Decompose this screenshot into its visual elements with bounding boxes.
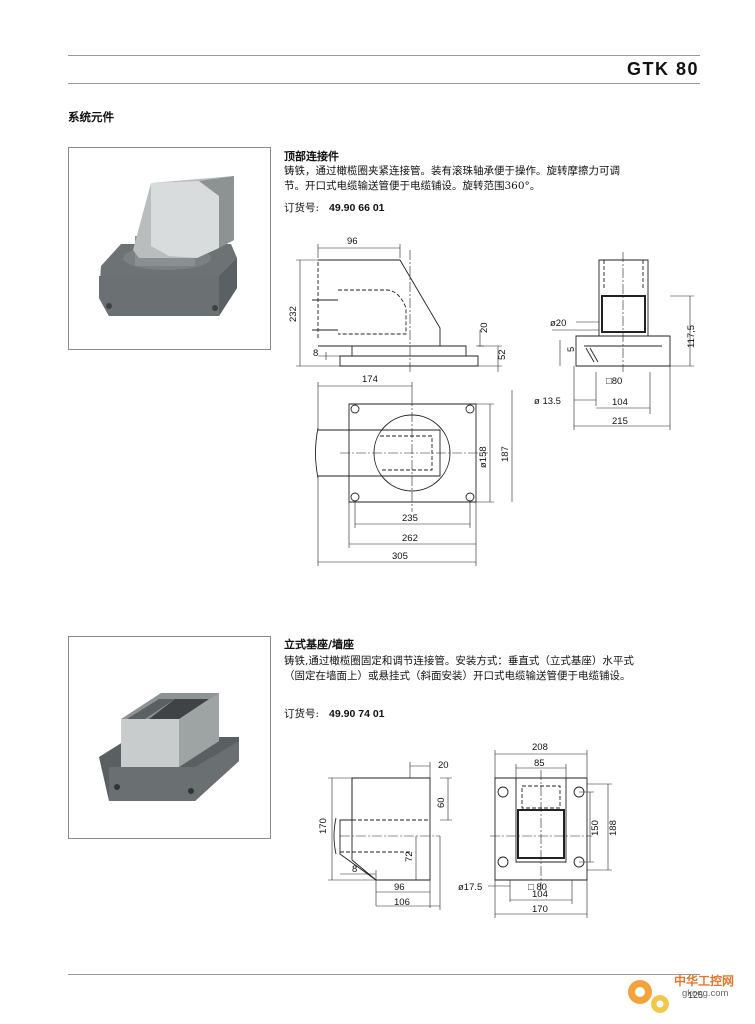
order-number: 订货号: 49.90 74 01	[284, 706, 385, 721]
gear-icon	[628, 980, 669, 1013]
top-connector-photo	[68, 147, 271, 350]
dim-72: 72	[404, 851, 415, 862]
dim-20: 20	[438, 760, 449, 771]
watermark-brand: 中华工控网	[674, 974, 735, 988]
dim-square-80: □80	[606, 376, 622, 387]
dim-d20: ø20	[550, 318, 566, 329]
dim-104: 104	[532, 889, 548, 900]
dim-262: 262	[402, 533, 418, 544]
watermark-site: gkong.com	[682, 988, 729, 999]
dim-106: 106	[394, 897, 410, 908]
order-value: 49.90 66 01	[329, 202, 385, 214]
order-label: 订货号:	[284, 708, 320, 720]
dim-232: 232	[288, 306, 299, 322]
dim-square-80: □ 80	[528, 882, 547, 893]
dim-305: 305	[392, 551, 408, 562]
dim-170: 170	[532, 904, 548, 915]
base-mount-photo	[68, 636, 271, 839]
dim-235: 235	[402, 513, 418, 524]
product-title: 立式基座/墙座	[284, 638, 355, 651]
dim-60: 60	[436, 797, 447, 808]
dim-215: 215	[612, 416, 628, 427]
dim-150: 150	[590, 820, 601, 836]
top-connector-image	[99, 176, 237, 316]
drawing-top-connector-side: 96 232 8 20 52	[288, 236, 508, 372]
dim-5: 5	[566, 347, 577, 352]
drawing-top-connector-plan: 174 ø158 187 235 262 305	[315, 374, 513, 566]
product-title: 顶部连接件	[284, 150, 339, 163]
dim-208: 208	[532, 742, 548, 753]
dim-20: 20	[479, 322, 490, 333]
dim-85: 85	[534, 758, 545, 769]
dim-96: 96	[347, 236, 358, 247]
dim-d13-5: ø 13.5	[534, 396, 561, 407]
section-title: 系统元件	[68, 110, 114, 124]
page-title: GTK 80	[626, 59, 699, 79]
dim-8: 8	[313, 348, 318, 359]
dim-174: 174	[362, 374, 378, 385]
dim-188: 188	[608, 820, 619, 836]
watermark: 中华工控网 gkong.com	[622, 970, 742, 1018]
dim-52: 52	[497, 349, 508, 360]
drawing-top-connector-front: ø20 5 117,5 □80 ø 13.5 104 215	[534, 252, 697, 430]
dim-d158: ø158	[478, 446, 489, 468]
product-description: 铸铁，通过橄榄圈夹紧连接管。装有滚珠轴承便于操作。旋转摩擦力可调节。开口式电缆输…	[284, 165, 620, 192]
order-value: 49.90 74 01	[329, 708, 385, 720]
header-rule-bottom	[68, 83, 700, 84]
dim-104: 104	[612, 397, 628, 408]
header-rule-top	[68, 55, 700, 56]
dim-d17-5: ø17.5	[458, 882, 482, 893]
base-mount-image	[99, 693, 239, 801]
dim-8: 8	[352, 864, 357, 875]
order-number: 订货号: 49.90 66 01	[284, 200, 385, 215]
dim-117-5: 117,5	[686, 325, 697, 348]
order-label: 订货号:	[284, 202, 320, 214]
page-number: 125	[687, 990, 703, 1000]
product-description: 铸铁,通过橄榄圈固定和调节连接管。安装方式：垂直式（立式基座）水平式（固定在墙面…	[284, 655, 634, 682]
dim-187: 187	[500, 446, 511, 462]
dim-96: 96	[394, 882, 405, 893]
dim-170: 170	[318, 818, 329, 834]
footer-rule	[68, 974, 700, 975]
